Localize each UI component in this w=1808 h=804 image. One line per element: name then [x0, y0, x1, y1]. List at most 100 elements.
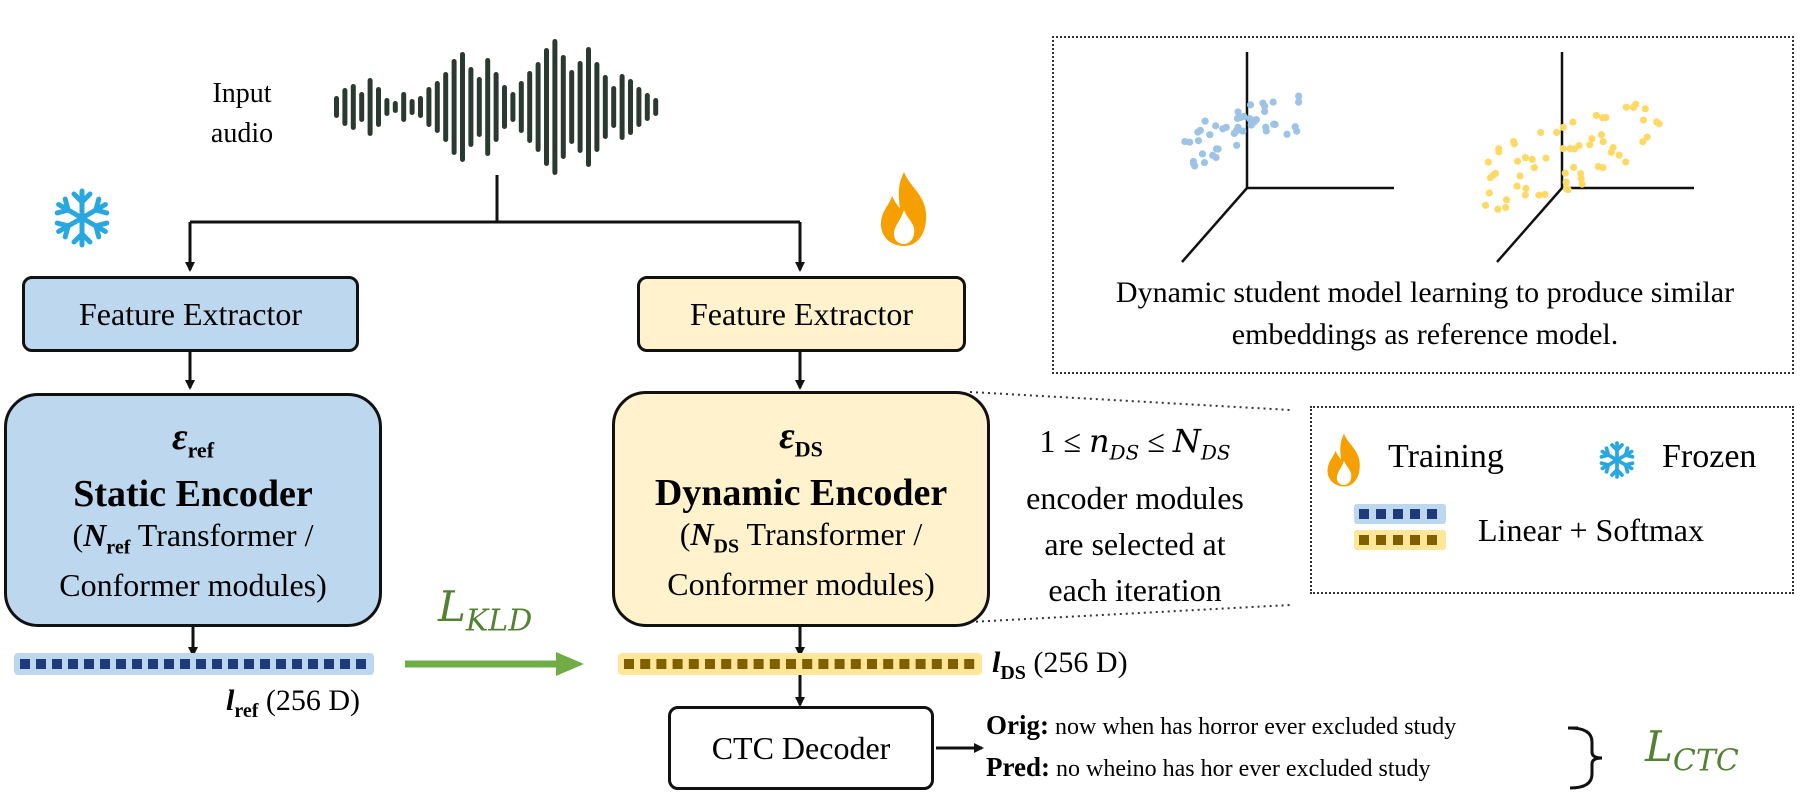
decor-mark — [510, 92, 516, 122]
scatter-dot — [1198, 150, 1207, 158]
ctc-loss-label: LCTC — [1645, 722, 1739, 779]
scatter-dot — [1521, 191, 1529, 199]
scatter-dot — [1609, 143, 1617, 152]
scatter-dot — [1553, 128, 1561, 136]
scatter-dot — [1262, 127, 1270, 135]
decor-mark — [518, 81, 524, 133]
scatter-dot — [1643, 133, 1651, 141]
decor-mark — [1427, 509, 1437, 519]
scatter-dot — [1494, 205, 1502, 213]
decor-mark — [392, 101, 398, 113]
scatter-dot — [1502, 196, 1511, 204]
scatter-dot — [1485, 189, 1493, 197]
decor-mark — [20, 659, 30, 669]
scatter-dot — [1622, 158, 1630, 166]
decor-mark — [899, 659, 910, 669]
scatter-dot — [1481, 201, 1490, 209]
scatter-dot — [1602, 113, 1610, 122]
scatter-dot — [1622, 103, 1630, 111]
scatter-dot — [1594, 163, 1602, 171]
decor-mark — [359, 92, 365, 122]
decor-mark — [443, 72, 449, 142]
embedding-scatter-plots — [1181, 52, 1694, 263]
decor-mark — [260, 659, 270, 669]
scatter-dot — [1542, 154, 1550, 162]
decor-mark — [628, 79, 633, 135]
scatter-dot — [1639, 116, 1648, 124]
decor-mark — [384, 98, 390, 116]
decor-mark — [228, 659, 238, 669]
scatter-dot — [1201, 117, 1209, 125]
scatter-dot — [1219, 125, 1227, 133]
decor-mark — [656, 659, 667, 669]
scatter-dot — [1578, 180, 1586, 188]
decor-mark — [418, 96, 423, 118]
scatter-dot — [1641, 105, 1649, 113]
scatter-dot — [1246, 101, 1255, 109]
scatter-dot — [1212, 145, 1221, 153]
decor-mark — [100, 659, 110, 669]
flame-icon — [880, 172, 927, 246]
scatter-dot — [1234, 123, 1242, 131]
scatter-dot — [1269, 98, 1277, 106]
scatter-dot — [1528, 155, 1536, 164]
decor-mark — [1410, 535, 1420, 545]
waveform-icon — [334, 39, 659, 175]
decor-mark — [1376, 509, 1386, 519]
scatter-dot — [1615, 151, 1623, 159]
decor-mark — [356, 659, 366, 669]
decor-mark — [586, 47, 591, 167]
scatter-dot — [1513, 182, 1521, 190]
scatter-dot — [1181, 137, 1189, 146]
ref-embedding-bar — [14, 653, 374, 675]
decor-mark — [116, 659, 126, 669]
legend-frozen-label: Frozen — [1662, 438, 1757, 475]
scatter-dot — [1541, 190, 1549, 199]
decor-mark — [350, 84, 356, 130]
decor-mark — [68, 659, 78, 669]
scatter-dot — [1206, 131, 1214, 139]
decor-mark — [560, 55, 566, 159]
decor-mark — [476, 77, 482, 137]
decor-mark — [276, 659, 286, 669]
decor-mark — [527, 71, 533, 143]
scatter-dot — [1236, 113, 1245, 122]
decor-mark — [1359, 509, 1369, 519]
decor-mark — [485, 58, 491, 156]
decor-mark — [1393, 509, 1403, 519]
dynamic-encoder-description: (NDS Transformer / — [679, 515, 923, 557]
scatter-dot — [1291, 123, 1299, 131]
decor-mark — [834, 659, 845, 669]
decor-mark — [611, 86, 617, 128]
decor-mark — [721, 659, 732, 669]
decor-mark — [624, 659, 634, 669]
decor-mark — [244, 659, 254, 669]
right-feature-extractor: Feature Extractor — [637, 276, 966, 352]
scatter-dot — [1535, 191, 1543, 199]
scatter-dot — [1599, 137, 1607, 146]
decor-mark — [640, 659, 651, 669]
decor-mark — [1376, 535, 1386, 545]
decor-mark — [434, 81, 440, 133]
scatter-dot — [1502, 203, 1510, 212]
scatter-dot — [1521, 154, 1530, 162]
decor-mark — [376, 87, 381, 127]
decor-mark — [737, 659, 748, 669]
decor-mark — [915, 659, 926, 669]
scatter-dot — [1510, 137, 1518, 146]
legend-flame-icon — [1327, 433, 1360, 487]
ctc-decoder: CTC Decoder — [668, 706, 934, 790]
decor-mark — [1427, 535, 1437, 545]
decor-mark — [867, 659, 877, 669]
embedding-panel: Dynamic student model learning to produc… — [1052, 36, 1794, 374]
decor-mark — [1359, 535, 1369, 545]
decor-mark — [308, 659, 318, 669]
scatter-dot — [1559, 123, 1567, 132]
ds-embedding-bar — [618, 653, 982, 675]
legend-snowflake-icon — [1598, 441, 1636, 479]
embedding-panel-caption: Dynamic student model learning to produc… — [1115, 276, 1735, 351]
decor-mark — [672, 659, 683, 669]
dynamic-encoder-symbol: εDS — [779, 415, 823, 462]
decor-mark — [705, 659, 715, 669]
scatter-dot — [1233, 141, 1241, 149]
